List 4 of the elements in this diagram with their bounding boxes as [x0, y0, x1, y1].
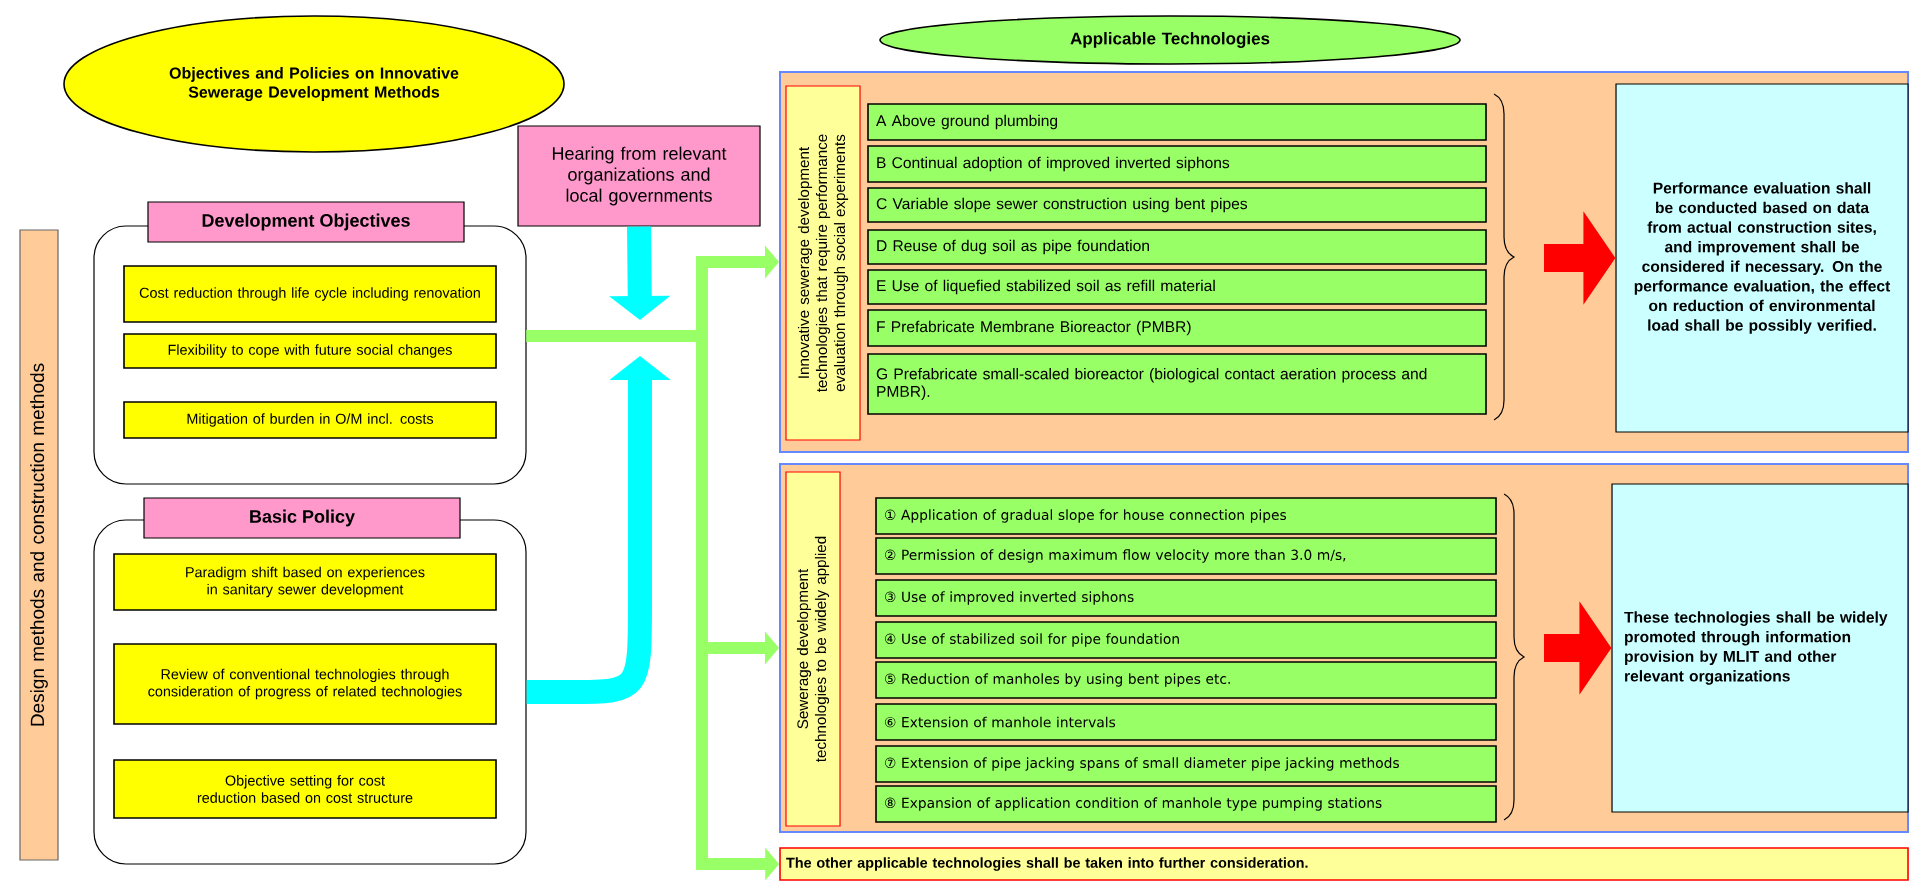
heading-box: Basic Policy: [143, 497, 461, 539]
side-band: Design methods and construction methods: [19, 229, 59, 861]
input-box: Hearing from relevant organizations and local governments: [517, 125, 761, 227]
heading-box: Development Objectives: [147, 201, 465, 243]
